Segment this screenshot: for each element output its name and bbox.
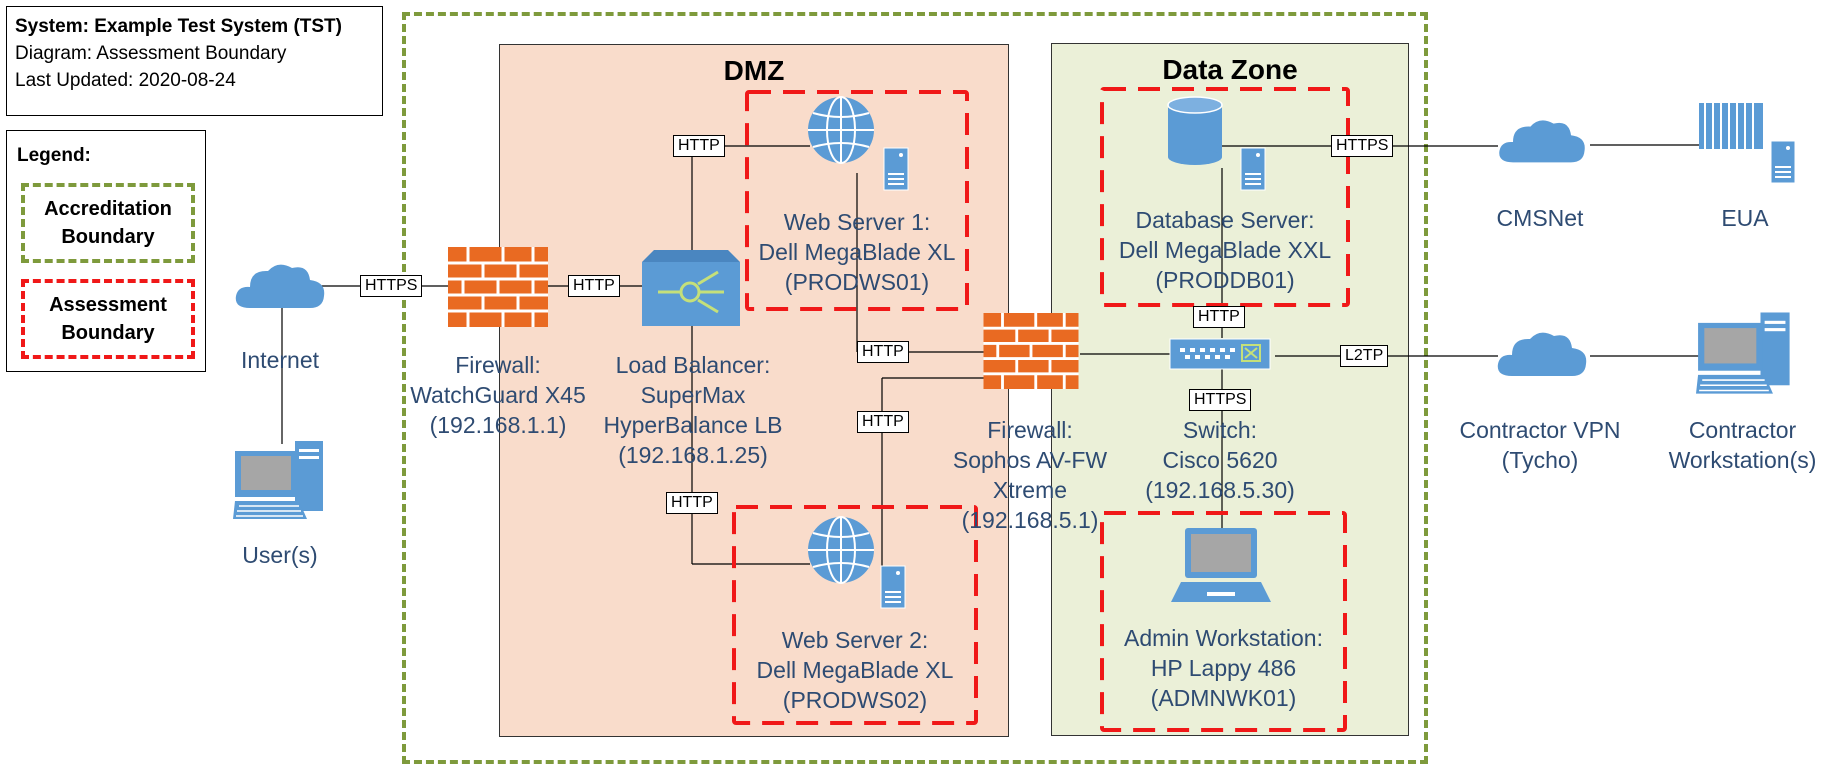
conn-label-db-switch: HTTP bbox=[1193, 306, 1245, 328]
label-firewall-sophos: Firewall: Sophos AV-FW Xtreme (192.168.5… bbox=[952, 417, 1108, 533]
workstation-icon-contractor bbox=[1696, 311, 1791, 394]
cloud-icon-cmsnet bbox=[1499, 120, 1585, 163]
label-users: User(s) bbox=[242, 542, 318, 568]
conn-label-firewall-loadbalancer: HTTP bbox=[568, 275, 620, 297]
label-load-balancer: Load Balancer: SuperMax HyperBalance LB … bbox=[603, 352, 783, 468]
label-eua: EUA bbox=[1721, 205, 1769, 231]
conn-label-lb-web2: HTTP bbox=[666, 492, 718, 514]
server-icon-eua bbox=[1770, 140, 1796, 184]
dmz-title: DMZ bbox=[723, 55, 785, 86]
legend-assessment-boundary: Assessment Boundary bbox=[21, 279, 195, 359]
globe-icon-web2 bbox=[807, 516, 875, 584]
server-icon-db bbox=[1240, 147, 1266, 191]
label-switch: Switch: Cisco 5620 (192.168.5.30) bbox=[1145, 417, 1295, 503]
dmz-zone: DMZ bbox=[499, 44, 1009, 737]
label-contractor-workstation: Contractor Workstation(s) bbox=[1668, 417, 1817, 473]
directory-icon-eua bbox=[1699, 103, 1763, 149]
label-admin-workstation: Admin Workstation: HP Lappy 486 (ADMNWK0… bbox=[1124, 625, 1323, 711]
firewall-icon-watchguard bbox=[448, 247, 548, 327]
conn-label-switch-admin: HTTPS bbox=[1189, 389, 1252, 411]
database-icon bbox=[1167, 96, 1223, 165]
label-internet: Internet bbox=[241, 347, 319, 373]
conn-label-lb-web1: HTTP bbox=[673, 135, 725, 157]
load-balancer-icon bbox=[642, 250, 740, 326]
conn-label-db-cmsnet: HTTPS bbox=[1331, 135, 1394, 157]
diagram-name: Diagram: Assessment Boundary bbox=[15, 43, 287, 64]
cloud-icon-vpn bbox=[1497, 332, 1587, 376]
label-firewall-watchguard: Firewall: WatchGuard X45 (192.168.1.1) bbox=[410, 352, 586, 438]
cloud-icon-internet bbox=[235, 264, 325, 308]
last-updated: Last Updated: 2020-08-24 bbox=[15, 70, 236, 91]
conn-label-internet-firewall: HTTPS bbox=[360, 275, 423, 297]
accreditation-boundary bbox=[402, 12, 1428, 764]
workstation-icon-users bbox=[233, 440, 324, 520]
legend: Legend: Accreditation Boundary Assessmen… bbox=[6, 130, 206, 372]
conn-label-switch-vpn: L2TP bbox=[1340, 345, 1389, 367]
info-box: System: Example Test System (TST) Diagra… bbox=[6, 6, 383, 116]
label-cmsnet: CMSNet bbox=[1496, 205, 1584, 231]
firewall-icon-sophos bbox=[983, 313, 1079, 389]
conn-label-web2-firewall: HTTP bbox=[857, 411, 909, 433]
legend-title: Legend: bbox=[17, 145, 91, 166]
legend-accreditation-boundary: Accreditation Boundary bbox=[21, 183, 195, 263]
system-name: System: Example Test System (TST) bbox=[15, 16, 342, 37]
label-database-server: Database Server: Dell MegaBlade XXL (PRO… bbox=[1118, 207, 1332, 293]
server-icon-web2 bbox=[880, 565, 906, 609]
globe-icon-web1 bbox=[807, 96, 875, 164]
label-web-server-1: Web Server 1: Dell MegaBlade XL (PRODWS0… bbox=[758, 209, 956, 295]
server-icon-web1 bbox=[883, 147, 909, 191]
laptop-icon-admin bbox=[1171, 528, 1271, 602]
label-contractor-vpn: Contractor VPN (Tycho) bbox=[1459, 417, 1621, 473]
label-web-server-2: Web Server 2: Dell MegaBlade XL (PRODWS0… bbox=[756, 627, 954, 713]
conn-label-web1-firewall: HTTP bbox=[857, 341, 909, 363]
switch-icon bbox=[1169, 338, 1271, 370]
data-zone-title: Data Zone bbox=[1162, 54, 1298, 85]
